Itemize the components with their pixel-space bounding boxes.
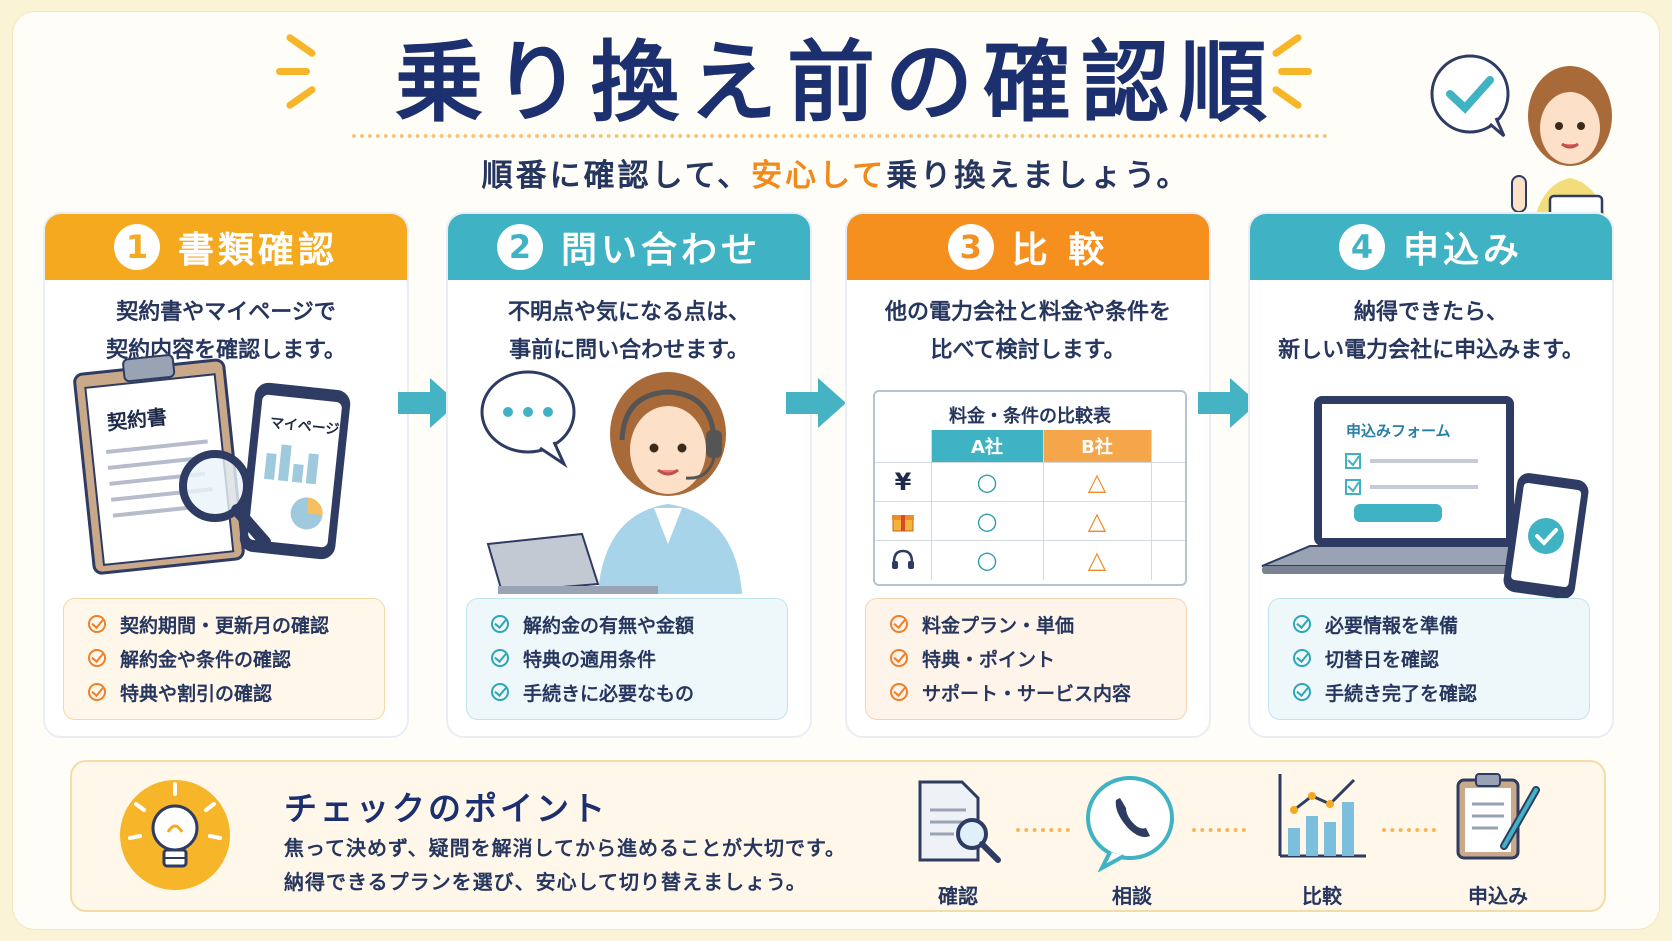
- check-icon: [491, 615, 509, 633]
- table-cell: ○: [976, 507, 998, 535]
- flow-label: 申込み: [1468, 884, 1528, 908]
- comparison-table: 料金・条件の比較表 A社 B社 ¥ ○ ○ ○ △ △ △: [873, 390, 1187, 586]
- application-form-illustration: 申込みフォーム: [1261, 396, 1589, 599]
- flow-connector: [1016, 828, 1070, 832]
- step-title: 申込み: [1402, 230, 1523, 271]
- step-title: 書類確認: [177, 230, 338, 271]
- step-header: 3 比 較: [847, 214, 1209, 280]
- contract-document-illustration: 契約書 マイページ: [73, 354, 351, 575]
- table-cell: △: [1087, 507, 1107, 535]
- flow-connector: [1382, 828, 1436, 832]
- step-card-compare: 3 比 較 他の電力会社と料金や条件を比べて検討します。 料金・条件の比較表 A…: [845, 212, 1211, 738]
- check-point-box: チェックのポイント 焦って決めず、疑問を解消してから進めることが大切です。 納得…: [70, 760, 1606, 912]
- check-icon: [1293, 683, 1311, 701]
- table-cell: △: [1087, 468, 1107, 496]
- step-card-documents: 1 書類確認 契約書やマイページで契約内容を確認します。 契約書 マイページ 契…: [43, 212, 409, 738]
- check-icon: [890, 615, 908, 633]
- check-icon: [491, 683, 509, 701]
- document-search-icon: [918, 780, 1001, 863]
- table-header-a: A社: [931, 430, 1043, 462]
- phone-consult-icon: [1086, 776, 1174, 872]
- list-item: 特典や割引の確認: [64, 675, 384, 709]
- clipboard-pen-icon: [1456, 773, 1540, 860]
- step-description: 不明点や気になる点は、事前に問い合わせます。: [507, 300, 750, 363]
- table-title: 料金・条件の比較表: [949, 406, 1111, 427]
- step-number: 4: [1338, 224, 1385, 270]
- step-header: 4 申込み: [1250, 214, 1612, 280]
- step-card-inquiry: 2 問い合わせ 不明点や気になる点は、事前に問い合わせます。 解約金の有無や金額…: [446, 212, 812, 738]
- step-number: 1: [113, 224, 160, 270]
- lightbulb-icon: [120, 780, 230, 890]
- check-icon: [491, 649, 509, 667]
- flow-label: 相談: [1112, 884, 1152, 908]
- step-header: 1 書類確認: [45, 214, 407, 280]
- check-icon: [890, 683, 908, 701]
- headset-icon: [875, 541, 931, 579]
- form-title: 申込みフォーム: [1346, 422, 1451, 440]
- check-icon: [1293, 649, 1311, 667]
- check-list: 料金プラン・単価 特典・ポイント サポート・サービス内容: [865, 598, 1187, 720]
- flow-label: 比較: [1302, 884, 1342, 908]
- list-item: 手続き完了を確認: [1269, 675, 1589, 709]
- list-item: 手続きに必要なもの: [467, 675, 787, 709]
- page-title: 乗り換え前の確認順: [394, 31, 1277, 134]
- sparkle-decoration: [1278, 68, 1312, 75]
- point-title: チェックのポイント: [284, 789, 608, 828]
- title-divider: [352, 134, 1328, 138]
- step-header: 2 問い合わせ: [448, 214, 810, 280]
- check-list: 解約金の有無や金額 特典の適用条件 手続きに必要なもの: [466, 598, 788, 720]
- list-item: サポート・サービス内容: [866, 675, 1186, 709]
- step-number: 2: [496, 224, 543, 270]
- flow-label: 確認: [938, 884, 978, 908]
- list-item: 特典・ポイント: [866, 641, 1186, 675]
- step-description: 他の電力会社と料金や条件を比べて検討します。: [884, 300, 1171, 363]
- check-list: 必要情報を準備 切替日を確認 手続き完了を確認: [1268, 598, 1590, 720]
- check-icon: [88, 649, 106, 667]
- point-text-line: 納得できるプランを選び、安心して切り替えましょう。: [284, 870, 807, 894]
- subtitle: 順番に確認して、安心して乗り換えましょう。: [481, 158, 1191, 194]
- check-icon: [88, 683, 106, 701]
- list-item: 契約期間・更新月の確認: [64, 607, 384, 641]
- step-title: 比 較: [1011, 230, 1109, 271]
- step-title: 問い合わせ: [560, 230, 761, 271]
- list-item: 料金プラン・単価: [866, 607, 1186, 641]
- sparkle-decoration: [276, 68, 310, 75]
- list-item: 切替日を確認: [1269, 641, 1589, 675]
- bar-chart-icon: [1278, 774, 1366, 858]
- list-item: 必要情報を準備: [1269, 607, 1589, 641]
- operator-illustration: [480, 370, 742, 594]
- table-cell: ○: [976, 468, 998, 496]
- list-item: 解約金や条件の確認: [64, 641, 384, 675]
- point-text-line: 焦って決めず、疑問を解消してから進めることが大切です。: [284, 836, 846, 860]
- step-number: 3: [947, 224, 994, 270]
- table-cell: ○: [976, 546, 998, 574]
- step-card-apply: 4 申込み 納得できたら、新しい電力会社に申込みます。 申込みフォーム 必要情報…: [1248, 212, 1614, 738]
- yen-icon: ¥: [894, 468, 912, 496]
- table-cell: △: [1087, 546, 1107, 574]
- check-list: 契約期間・更新月の確認 解約金や条件の確認 特典や割引の確認: [63, 598, 385, 720]
- check-icon: [1293, 615, 1311, 633]
- list-item: 特典の適用条件: [467, 641, 787, 675]
- check-icon: [88, 615, 106, 633]
- flow-connector: [1192, 828, 1246, 832]
- list-item: 解約金の有無や金額: [467, 607, 787, 641]
- table-header-b: B社: [1043, 430, 1151, 462]
- mypage-label: マイページ: [269, 415, 340, 438]
- step-description: 納得できたら、新しい電力会社に申込みます。: [1278, 300, 1584, 363]
- check-icon: [890, 649, 908, 667]
- gift-icon: [875, 502, 931, 540]
